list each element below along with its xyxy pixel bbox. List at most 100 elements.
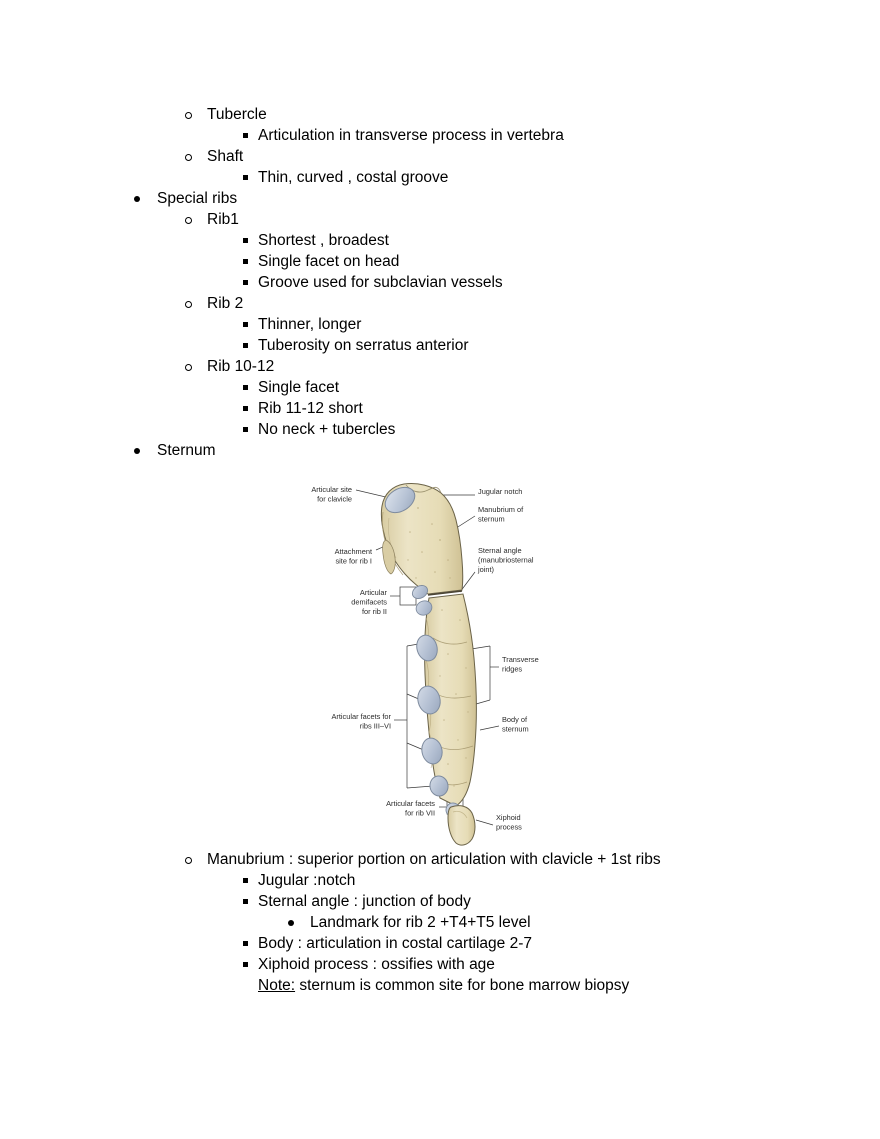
disc-bullet-icon [288, 920, 294, 926]
figure-label-articular-facets-for-rib-vii: Articular facets [386, 799, 435, 808]
figure-label-transverse-ridges: Transverse [502, 655, 539, 664]
figure-label-attachment-site-for-rib-i: Attachment [335, 547, 372, 556]
outline-item: Jugular :notch [0, 870, 880, 891]
square-bullet-icon [243, 941, 248, 946]
outline-item: Thin, curved , costal groove [0, 167, 880, 188]
figure-label-articular-site-for-clavicle: Articular site [311, 485, 352, 494]
outline-item-label: Rib 11-12 short [258, 400, 363, 417]
disc-bullet-icon [134, 448, 140, 454]
figure-label-articular-facets-for-rib-vii: for rib VII [405, 809, 435, 818]
square-bullet-icon [243, 878, 248, 883]
outline-item: Body : articulation in costal cartilage … [0, 933, 880, 954]
facet-rib-4 [417, 685, 441, 715]
note-line: Note: sternum is common site for bone ma… [0, 975, 880, 996]
figure-label-transverse-ridges: ridges [502, 665, 522, 674]
outline-item: Thinner, longer [0, 314, 880, 335]
outline-item-label: Thin, curved , costal groove [258, 169, 449, 186]
facet-rib-5 [421, 737, 443, 765]
figure-label-body-of-sternum: Body of [502, 715, 528, 724]
outline-item-label: Rib1 [207, 211, 239, 228]
circle-bullet-icon [185, 364, 192, 371]
outline-item-label: Single facet [258, 379, 339, 396]
figure-label-attachment-site-for-rib-i: site for rib I [335, 557, 372, 566]
square-bullet-icon [243, 962, 248, 967]
outline-item-label: Sternum [157, 442, 216, 459]
facet-rib-2-upper [411, 585, 429, 599]
square-bullet-icon [243, 259, 248, 264]
outline-item: Xiphoid process : ossifies with age [0, 954, 880, 975]
outline-item-label: Shortest , broadest [258, 232, 389, 249]
outline-item-label: No neck + tubercles [258, 421, 396, 438]
figure-label-sternal-angle: Sternal angle [478, 546, 522, 555]
clavicular-facet [384, 486, 416, 514]
outline-item: Shaft [0, 146, 880, 167]
outline-item: Single facet on head [0, 251, 880, 272]
figure-label-articular-demifacets-for-rib-ii: demifacets [351, 598, 387, 607]
outline-item-label: Tubercle [207, 106, 267, 123]
outline-item-label: Shaft [207, 148, 244, 165]
square-bullet-icon [243, 343, 248, 348]
square-bullet-icon [243, 427, 248, 432]
outline-item: Groove used for subclavian vessels [0, 272, 880, 293]
circle-bullet-icon [185, 112, 192, 119]
square-bullet-icon [243, 899, 248, 904]
figure-label-xiphoid-process: process [496, 823, 522, 832]
square-bullet-icon [243, 406, 248, 411]
outline-item: Sternum [0, 440, 880, 461]
outline-item-label: Thinner, longer [258, 316, 362, 333]
figure-label-articular-demifacets-for-rib-ii: Articular [360, 588, 388, 597]
outline-item: Sternal angle : junction of body [0, 891, 880, 912]
figure-label-manubrium-of-sternum: Manubrium of [478, 505, 524, 514]
figure-label-sternal-angle: (manubriosternal [478, 556, 534, 565]
outline-item: Shortest , broadest [0, 230, 880, 251]
figure-label-articular-site-for-clavicle: for clavicle [317, 495, 352, 504]
sternal-angle-joint-line [427, 590, 463, 596]
outline-item-label: Xiphoid process : ossifies with age [258, 956, 495, 973]
facet-rib-3 [416, 634, 438, 662]
square-bullet-icon [243, 385, 248, 390]
outline-item: Rib 2 [0, 293, 880, 314]
facet-rib-2-lower [415, 600, 433, 616]
outline-item: Articulation in transverse process in ve… [0, 125, 880, 146]
outline-item-label: Tuberosity on serratus anterior [258, 337, 469, 354]
circle-bullet-icon [185, 857, 192, 864]
square-bullet-icon [243, 238, 248, 243]
outline-item-label: Special ribs [157, 190, 238, 207]
square-bullet-icon [243, 133, 248, 138]
outline-item: Tuberosity on serratus anterior [0, 335, 880, 356]
outline-item-label: Groove used for subclavian vessels [258, 274, 503, 291]
outline-item: Single facet [0, 377, 880, 398]
outline-item-label: Articulation in transverse process in ve… [258, 127, 564, 144]
figure-label-body-of-sternum: sternum [502, 725, 529, 734]
figure-label-articular-facets-for-ribs-iii-vi: Articular facets for [331, 712, 391, 721]
outline-item-label: Jugular :notch [258, 872, 356, 889]
note-label: Note: [258, 977, 296, 994]
outline-item: Special ribs [0, 188, 880, 209]
outline-item: Rib 11-12 short [0, 398, 880, 419]
outline-item-label: Rib 2 [207, 295, 244, 312]
facet-rib-6 [429, 775, 449, 797]
note-text: sternum is common site for bone marrow b… [295, 977, 630, 994]
figure-label-jugular-notch: Jugular notch [478, 487, 522, 496]
outline-item: Rib 10-12 [0, 356, 880, 377]
outline-item: Rib1 [0, 209, 880, 230]
circle-bullet-icon [185, 217, 192, 224]
outline-item: Manubrium : superior portion on articula… [0, 849, 880, 870]
xiphoid-process-shape [447, 805, 476, 846]
figure-label-articular-facets-for-ribs-iii-vi: ribs III–VI [360, 722, 391, 731]
outline-item: Tubercle [0, 104, 880, 125]
outline-item: Landmark for rib 2 +T4+T5 level [0, 912, 880, 933]
square-bullet-icon [243, 175, 248, 180]
outline-item-label: Sternal angle : junction of body [258, 893, 471, 910]
outline-item-label: Single facet on head [258, 253, 400, 270]
figure-label-articular-demifacets-for-rib-ii: for rib II [362, 607, 387, 616]
outline-item-label: Body : articulation in costal cartilage … [258, 935, 532, 952]
square-bullet-icon [243, 280, 248, 285]
outline-item-label: Rib 10-12 [207, 358, 275, 375]
figure-label-sternal-angle: joint) [477, 565, 494, 574]
outline-item-label: Landmark for rib 2 +T4+T5 level [310, 914, 531, 931]
figure-label-manubrium-of-sternum: sternum [478, 515, 505, 524]
disc-bullet-icon [134, 196, 140, 202]
